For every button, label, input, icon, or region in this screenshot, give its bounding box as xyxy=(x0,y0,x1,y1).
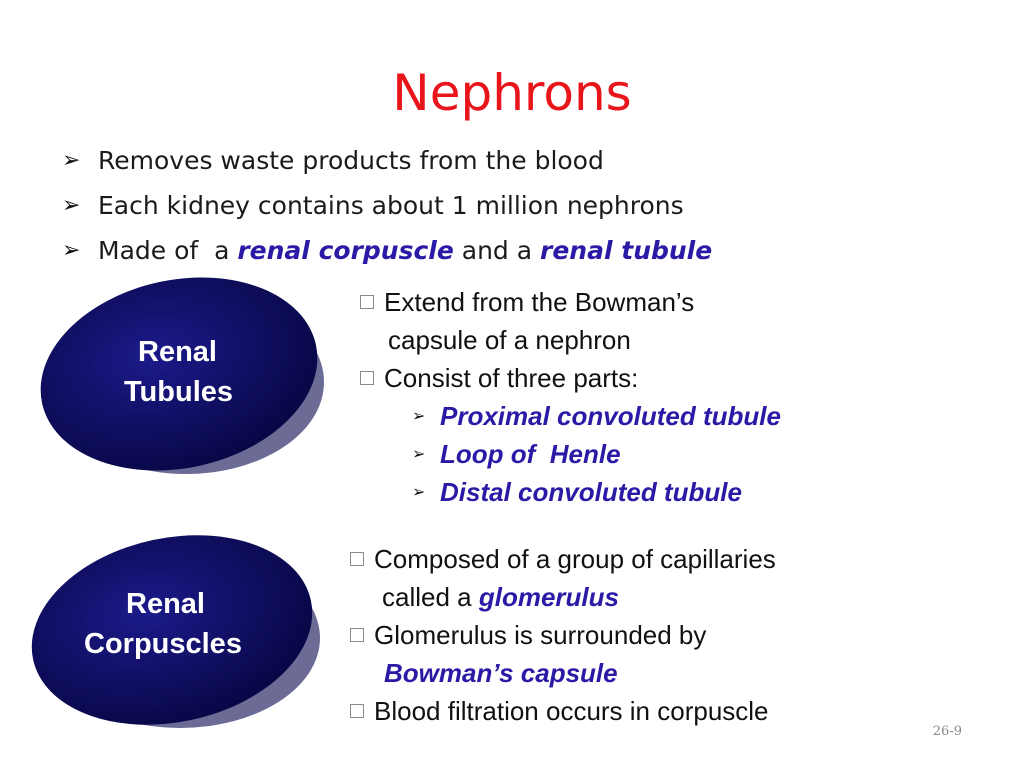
sub-bullet-text: Composed of a group of capillaries xyxy=(374,543,776,574)
part-item: ➢ Distal convoluted tubule xyxy=(360,473,781,511)
sub-bullet: Extend from the Bowman’s xyxy=(360,283,781,321)
emphasis-bowmans-capsule: Bowman’s capsule xyxy=(384,657,618,688)
oval-label-line: Corpuscles xyxy=(84,628,242,660)
square-bullet-icon xyxy=(350,704,364,718)
oval-label-line: Tubules xyxy=(124,376,234,408)
emphasis-glomerulus: glomerulus xyxy=(478,581,619,612)
square-bullet-icon xyxy=(360,371,374,385)
bullet-text: Made of a xyxy=(98,236,238,265)
main-bullet: ➢ Each kidney contains about 1 million n… xyxy=(62,183,712,228)
bullet-text: Removes waste products from the blood xyxy=(98,146,604,175)
sub-bullet: Composed of a group of capillaries xyxy=(350,540,776,578)
emphasis-renal-tubule: renal tubule xyxy=(540,236,713,265)
emphasis-renal-corpuscle: renal corpuscle xyxy=(237,236,454,265)
oval-label-line: Renal xyxy=(138,336,217,368)
sub-bullet-continuation: Bowman’s capsule xyxy=(350,654,776,692)
part-item: ➢ Loop of Henle xyxy=(360,435,781,473)
bullet-text: and a xyxy=(453,236,541,265)
sub-bullet: Consist of three parts: xyxy=(360,359,781,397)
arrow-bullet-icon: ➢ xyxy=(62,148,81,173)
oval-label-line: Renal xyxy=(126,588,205,620)
sub-bullet: Glomerulus is surrounded by xyxy=(350,616,776,654)
main-bullet-list: ➢ Removes waste products from the blood … xyxy=(62,138,712,273)
part-text: Loop of Henle xyxy=(440,438,621,469)
sub-bullet: Blood filtration occurs in corpuscle xyxy=(350,692,776,730)
arrow-bullet-icon: ➢ xyxy=(412,484,426,501)
square-bullet-icon xyxy=(350,628,364,642)
oval-shape xyxy=(40,277,324,474)
arrow-bullet-icon: ➢ xyxy=(62,193,81,218)
sub-bullet-continuation: called a glomerulus xyxy=(350,578,776,616)
arrow-bullet-icon: ➢ xyxy=(62,238,81,263)
arrow-bullet-icon: ➢ xyxy=(412,446,426,463)
square-bullet-icon xyxy=(350,552,364,566)
slide-number: 26-9 xyxy=(932,724,962,739)
renal-corpuscles-points: Composed of a group of capillaries calle… xyxy=(350,540,776,730)
part-text: Proximal convoluted tubule xyxy=(440,400,781,431)
sub-bullet-text: Glomerulus is surrounded by xyxy=(374,619,707,650)
renal-tubules-points: Extend from the Bowman’s capsule of a ne… xyxy=(360,283,781,511)
sub-bullet-text: capsule of a nephron xyxy=(388,324,631,355)
main-bullet: ➢ Made of a renal corpuscle and a renal … xyxy=(62,228,712,273)
renal-tubules-oval: Renal Tubules xyxy=(34,274,330,482)
arrow-bullet-icon: ➢ xyxy=(412,408,426,425)
square-bullet-icon xyxy=(360,295,374,309)
main-bullet: ➢ Removes waste products from the blood xyxy=(62,138,712,183)
sub-bullet-text: Blood filtration occurs in corpuscle xyxy=(374,695,769,726)
oval-shape xyxy=(31,535,320,728)
part-text: Distal convoluted tubule xyxy=(440,476,742,507)
oval-label: Renal Corpuscles xyxy=(84,584,242,664)
oval-label: Renal Tubules xyxy=(124,332,233,412)
slide-title: Nephrons xyxy=(392,64,632,122)
sub-bullet-text: called a xyxy=(382,581,479,612)
sub-bullet-continuation: capsule of a nephron xyxy=(360,321,781,359)
sub-bullet-text: Consist of three parts: xyxy=(384,362,639,393)
bullet-text: Each kidney contains about 1 million nep… xyxy=(98,191,684,220)
sub-bullet-text: Extend from the Bowman’s xyxy=(384,286,695,317)
renal-corpuscles-oval: Renal Corpuscles xyxy=(22,530,332,736)
part-item: ➢ Proximal convoluted tubule xyxy=(360,397,781,435)
